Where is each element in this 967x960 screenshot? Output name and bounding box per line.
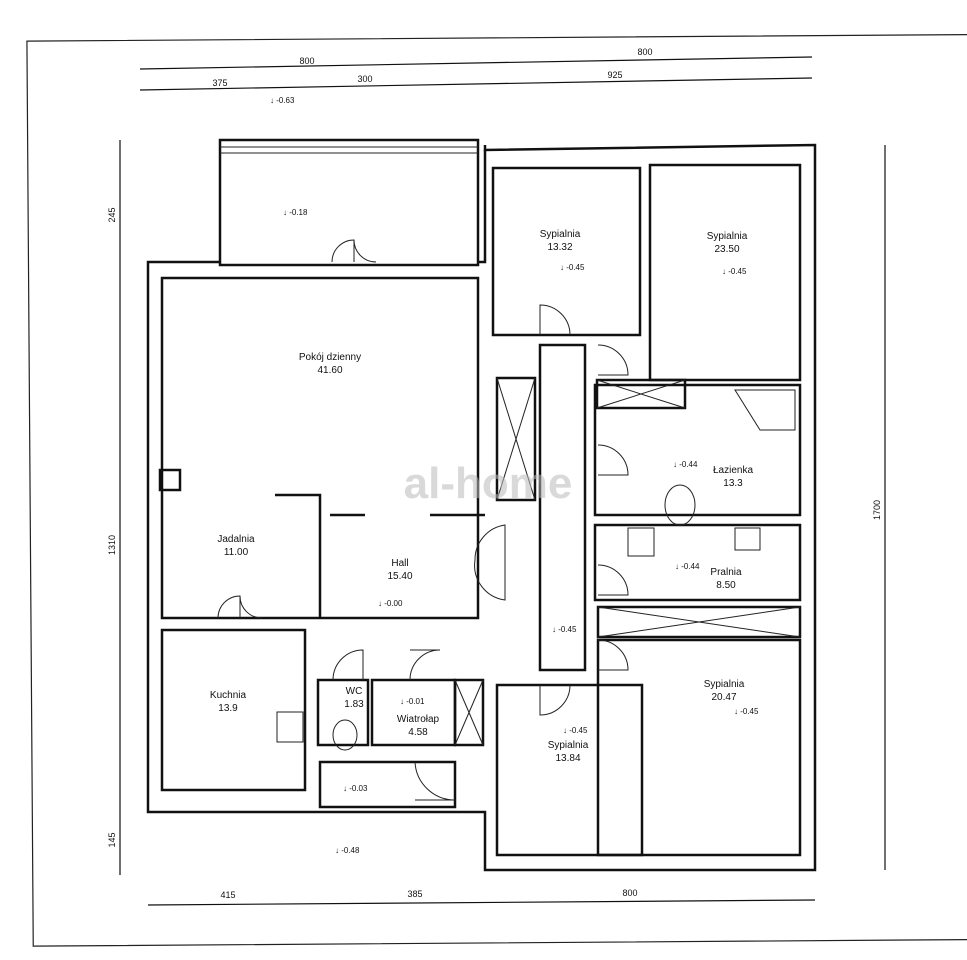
room-area-bedroom-3: 20.47	[711, 692, 736, 703]
room-area-living: 41.60	[317, 365, 342, 376]
room-name-bathroom: Łazienka	[713, 465, 753, 476]
room-name-hall: Hall	[391, 558, 408, 569]
room-area-bedroom-4: 13.84	[555, 753, 580, 764]
level-bedroom-2: ↓ -0.45	[722, 267, 747, 276]
room-name-vestibule: Wiatrołap	[397, 714, 440, 725]
room-area-bathroom: 13.3	[723, 478, 743, 489]
walls	[146, 138, 817, 872]
dim-right: 1700	[872, 500, 882, 520]
dim-bottom-2: 385	[407, 889, 422, 899]
dim-top-4: 300	[357, 74, 372, 84]
dim-left-1: 245	[107, 207, 117, 222]
room-name-laundry: Pralnia	[710, 567, 742, 578]
doors	[217, 239, 629, 801]
level-bedroom-4: ↓ -0.45	[563, 726, 588, 735]
dim-left-3: 145	[107, 832, 117, 847]
level-bedroom-1: ↓ -0.45	[560, 263, 585, 272]
level-bedroom-3: ↓ -0.45	[734, 707, 759, 716]
room-area-kitchen: 13.9	[218, 703, 238, 714]
room-area-laundry: 8.50	[716, 580, 736, 591]
level-hall: ↓ -0.00	[378, 599, 403, 608]
room-area-bedroom-2: 23.50	[714, 244, 739, 255]
room-area-vestibule: 4.58	[408, 727, 428, 738]
sheet-border	[26, 33, 967, 947]
watermark: al-home	[404, 459, 573, 508]
level-terrace: ↓ -0.18	[283, 208, 308, 217]
room-name-bedroom-4: Sypialnia	[548, 740, 589, 751]
dim-bottom-3: 800	[622, 888, 637, 898]
dim-bottom-1: 415	[220, 890, 235, 900]
dim-top-2: 800	[637, 47, 652, 57]
room-name-bedroom-3: Sypialnia	[704, 679, 745, 690]
level-vestibule: ↓ -0.01	[400, 697, 425, 706]
room-area-bedroom-1: 13.32	[547, 242, 572, 253]
room-name-kitchen: Kuchnia	[210, 690, 247, 701]
level-corridor: ↓ -0.45	[552, 625, 577, 634]
level-bathroom: ↓ -0.44	[673, 460, 698, 469]
room-area-hall: 15.40	[387, 571, 412, 582]
room-name-bedroom-1: Sypialnia	[540, 229, 581, 240]
level-laundry: ↓ -0.44	[675, 562, 700, 571]
dim-top-3: 375	[212, 78, 227, 88]
level-entrance: ↓ -0.03	[343, 784, 368, 793]
dimension-lines	[119, 56, 886, 906]
dim-left-2: 1310	[107, 535, 117, 555]
room-name-wc: WC	[346, 686, 363, 697]
room-area-dining: 11.00	[224, 547, 249, 558]
level-outside-bottom: ↓ -0.48	[335, 846, 360, 855]
room-labels: Pokój dzienny 41.60 Jadalnia 11.00 Hall …	[210, 96, 759, 855]
dim-top-5: 925	[607, 70, 622, 80]
dim-top-1: 800	[299, 56, 314, 66]
level-outside-top: ↓ -0.63	[270, 96, 295, 105]
room-name-dining: Jadalnia	[217, 534, 255, 545]
room-name-living: Pokój dzienny	[299, 352, 361, 363]
room-area-wc: 1.83	[344, 699, 364, 710]
room-name-bedroom-2: Sypialnia	[707, 231, 748, 242]
